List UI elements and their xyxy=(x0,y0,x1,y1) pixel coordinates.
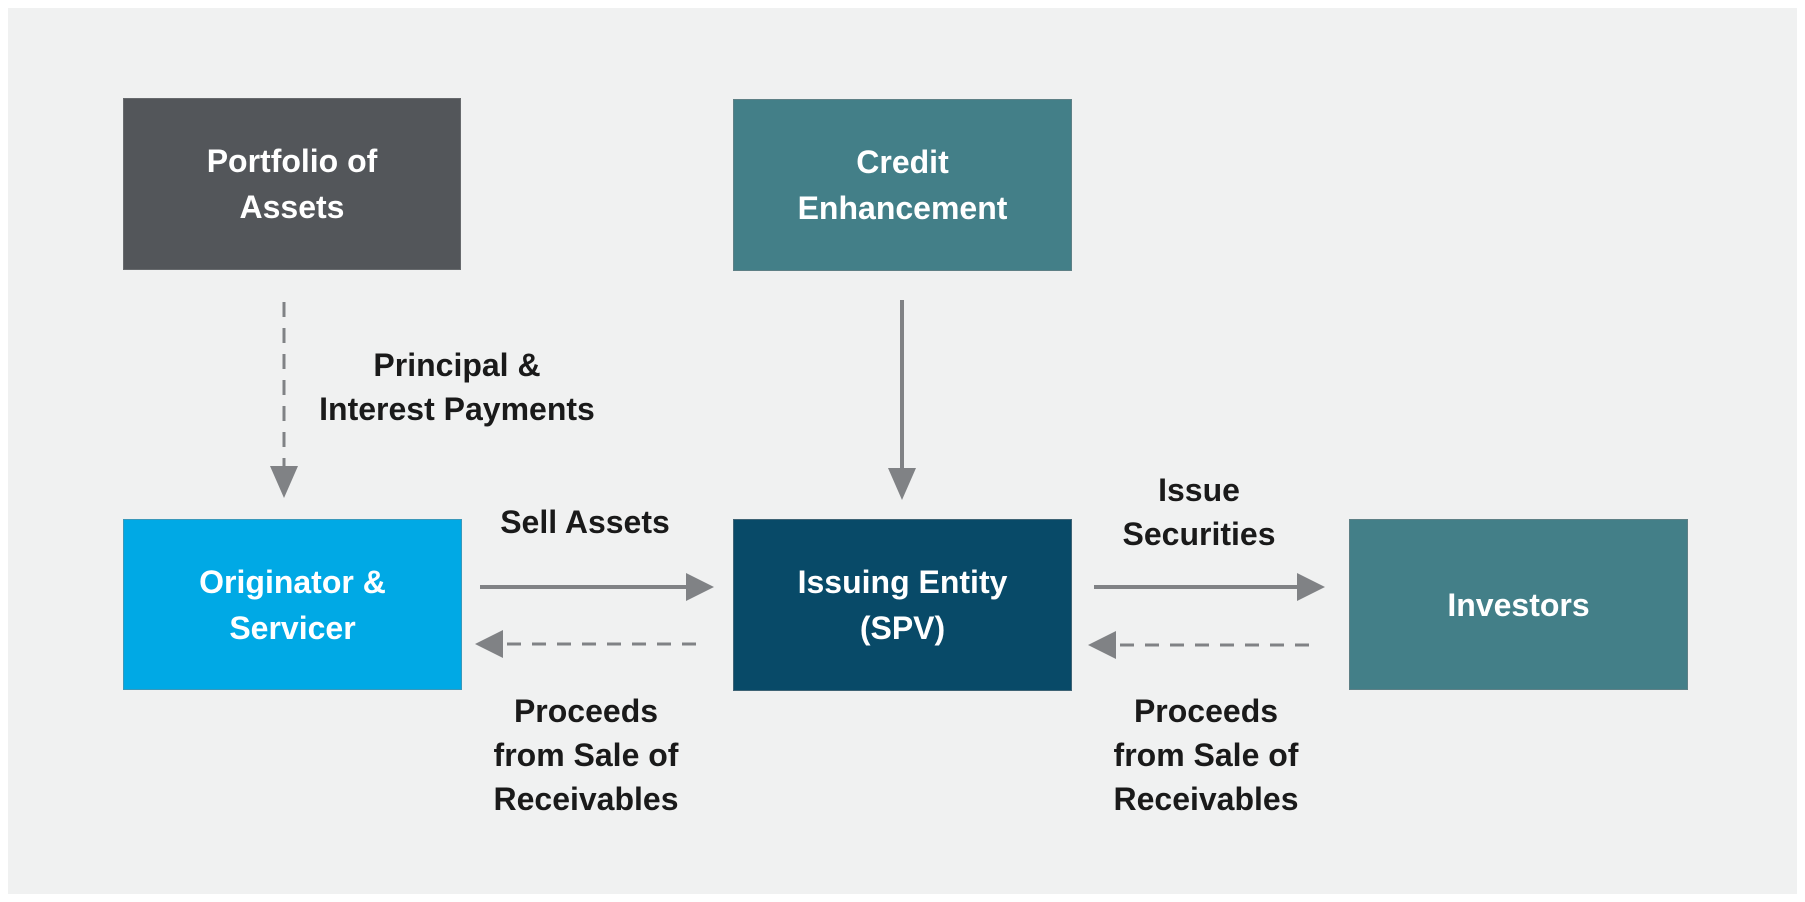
node-portfolio-of-assets: Portfolio of Assets xyxy=(123,98,461,270)
proceeds-to-spv-arrow xyxy=(1088,631,1318,659)
node-label: Investors xyxy=(1447,586,1590,623)
sell-assets-arrow xyxy=(480,573,714,601)
principal-interest-arrow xyxy=(270,302,298,498)
label-proceeds-from-sale-left: Proceeds from Sale of Receivables xyxy=(493,693,679,817)
node-originator-servicer: Originator & Servicer xyxy=(123,519,462,690)
proceeds-to-originator-arrow xyxy=(475,630,706,658)
node-label: Credit Enhancement xyxy=(797,144,1008,226)
node-credit-enhancement: Credit Enhancement xyxy=(733,99,1072,271)
credit-enhancement-arrow xyxy=(888,300,916,500)
label-sell-assets: Sell Assets xyxy=(500,504,670,540)
label-principal-interest-payments: Principal & Interest Payments xyxy=(319,347,595,427)
issue-securities-arrow xyxy=(1094,573,1325,601)
node-issuing-entity-spv: Issuing Entity (SPV) xyxy=(733,519,1072,691)
arrow-layer xyxy=(270,300,1325,659)
label-proceeds-from-sale-right: Proceeds from Sale of Receivables xyxy=(1113,693,1299,817)
securitization-flow-diagram: Portfolio of Assets Credit Enhancement O… xyxy=(8,8,1797,894)
node-label: Originator & Servicer xyxy=(199,563,386,646)
node-label: Issuing Entity (SPV) xyxy=(797,564,1008,646)
node-investors: Investors xyxy=(1349,519,1688,690)
label-issue-securities: Issue Securities xyxy=(1122,472,1276,552)
node-label: Portfolio of Assets xyxy=(206,143,378,225)
